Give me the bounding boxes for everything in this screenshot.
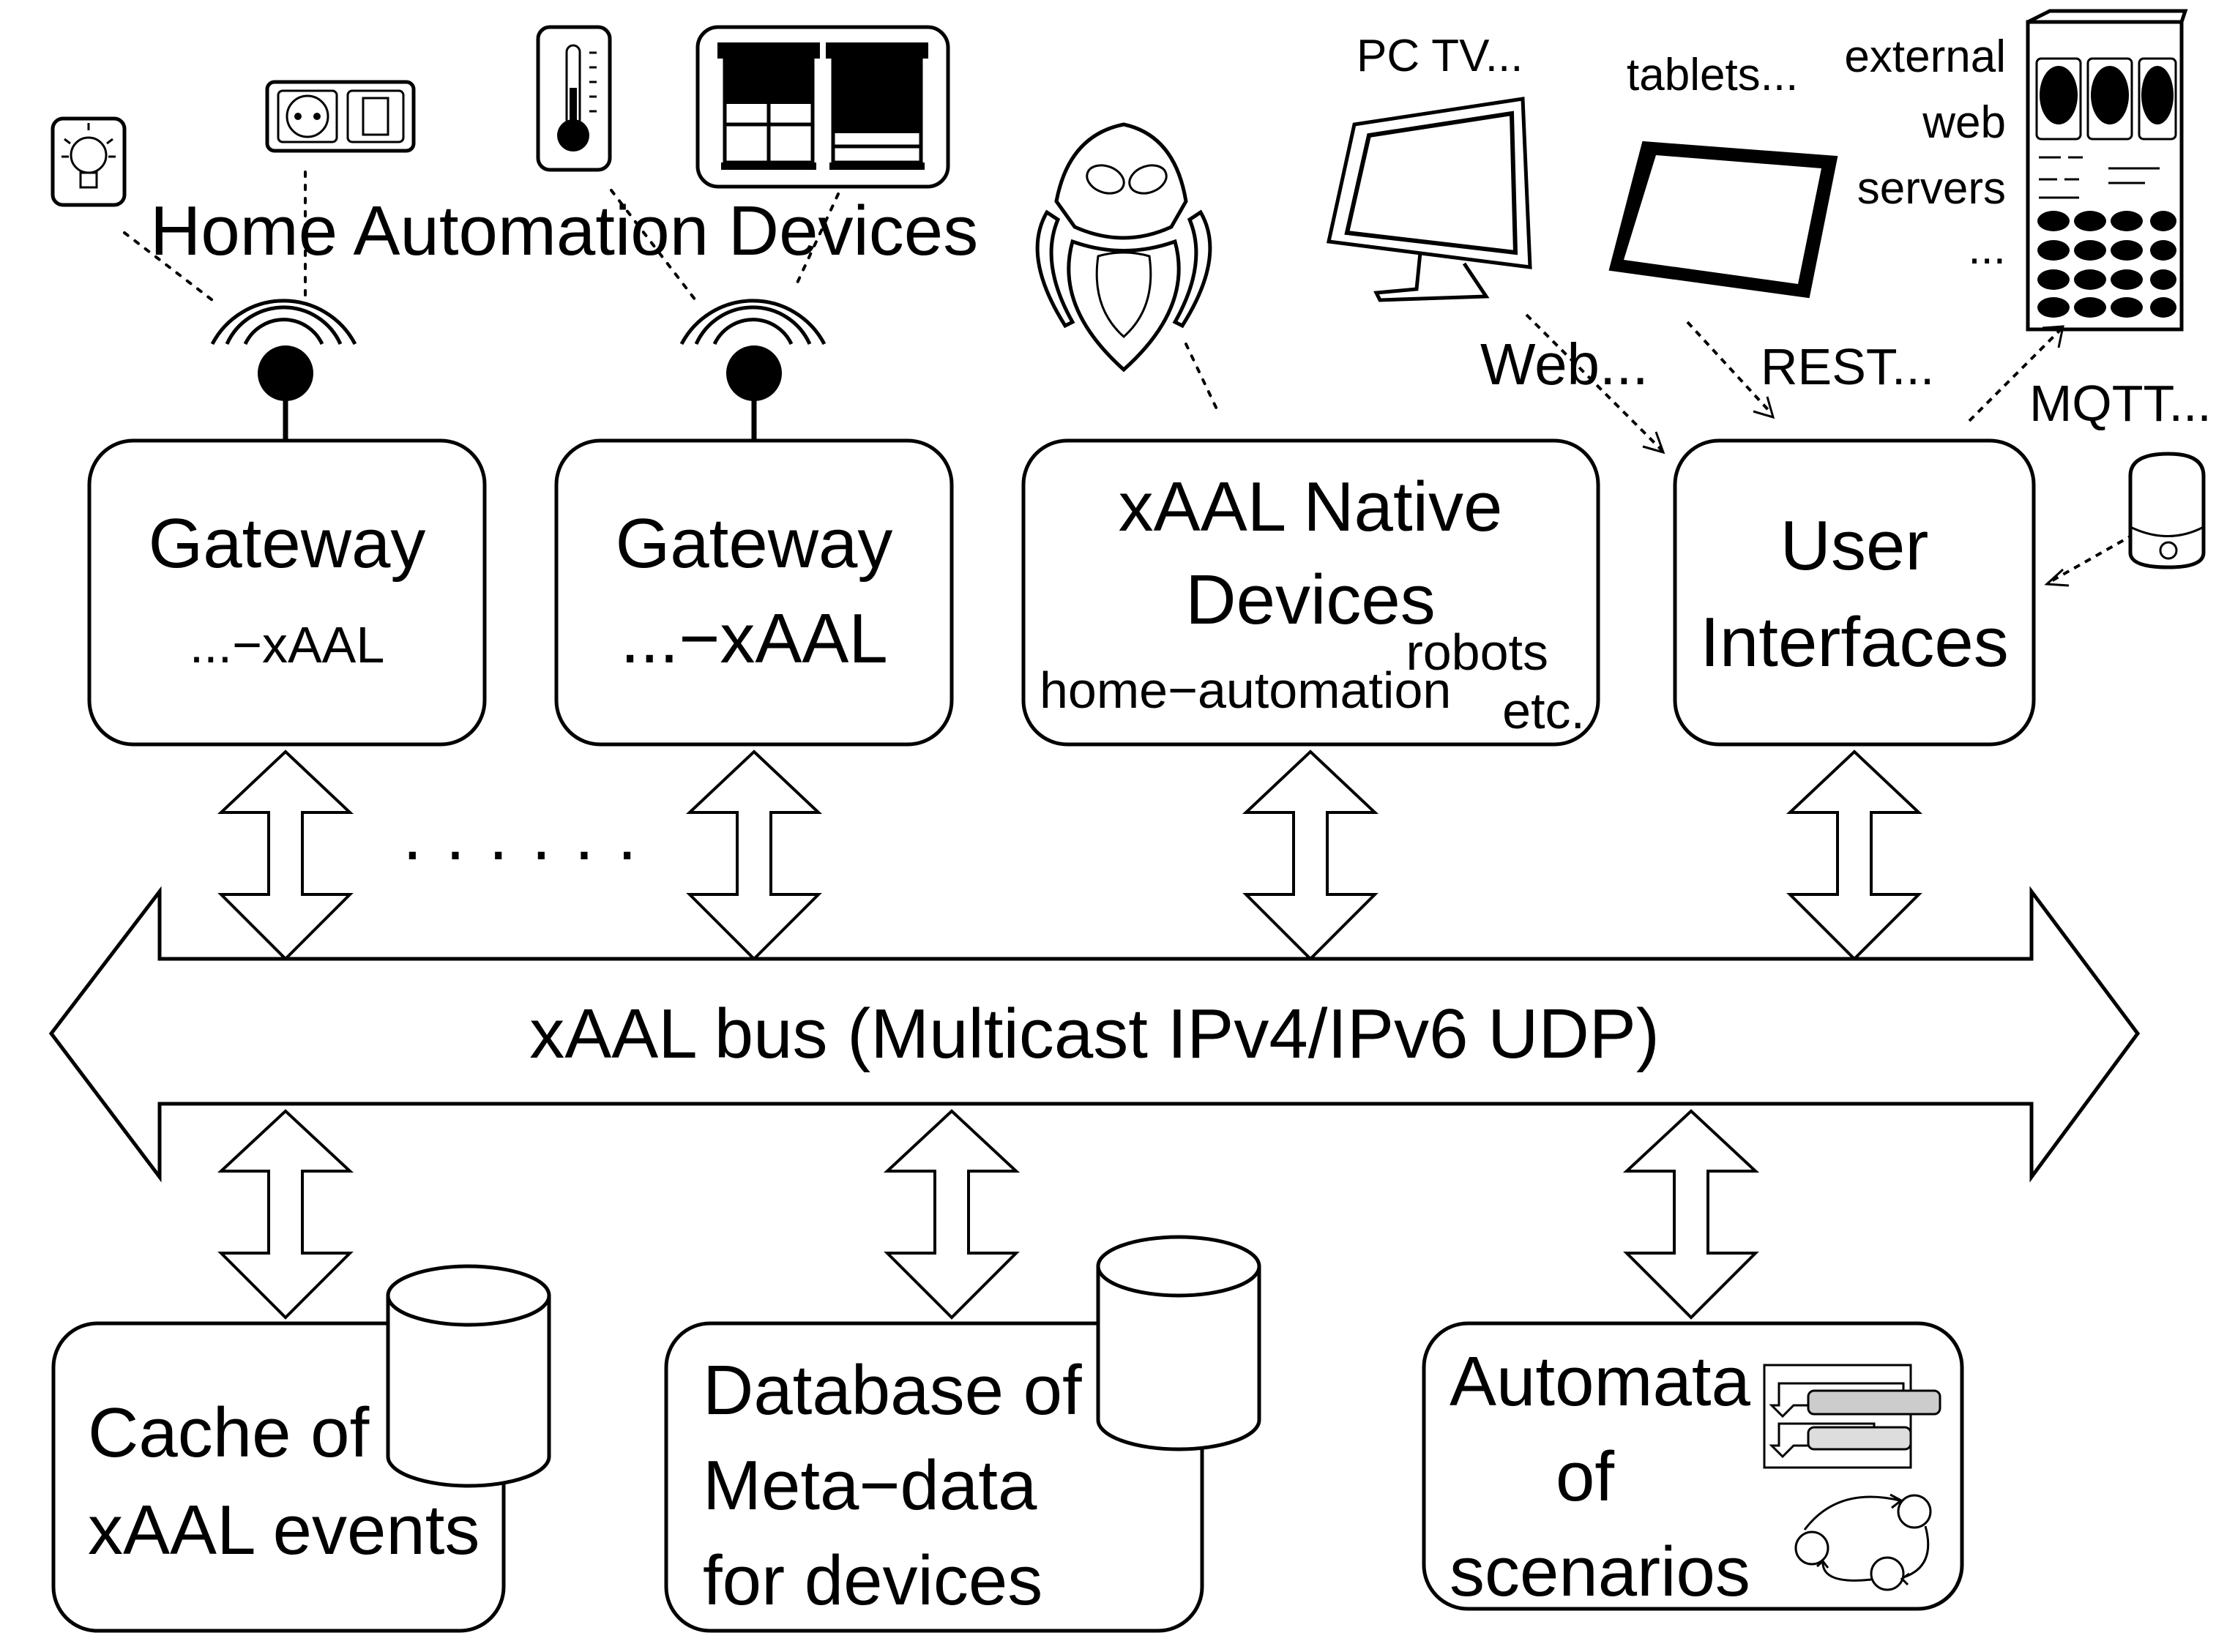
svg-text:of: of [1556, 1438, 1614, 1516]
rest-label: REST... [1761, 338, 1934, 395]
web-label: Web... [1480, 332, 1649, 397]
gateway-box-2: Gateway ...−xAAL [554, 438, 954, 747]
svg-text:robots: robots [1406, 624, 1548, 681]
svg-text:...−xAAL: ...−xAAL [190, 616, 385, 673]
svg-text:...: ... [1968, 223, 2006, 274]
thermometer-icon [536, 25, 612, 172]
database-icon [386, 1264, 551, 1488]
svg-text:Meta−data: Meta−data [703, 1446, 1037, 1525]
svg-text:etc.: etc. [1502, 682, 1585, 739]
database-bus-arrow [883, 1109, 1021, 1320]
svg-text:...−xAAL: ...−xAAL [620, 599, 888, 678]
gateway2-bus-arrow [685, 750, 823, 961]
pc-tv-label: PC TV... [1357, 31, 1523, 81]
antenna-icon [210, 299, 357, 472]
external-web-servers-label: external web servers ... [1844, 31, 2006, 274]
svg-text:web: web [1922, 97, 2006, 148]
native-bus-arrow [1242, 750, 1379, 961]
database-box: Database of Meta−data for devices [664, 1321, 1204, 1633]
svg-text:scenarios: scenarios [1450, 1533, 1750, 1611]
svg-text:Gateway: Gateway [616, 504, 893, 583]
svg-text:home−automation: home−automation [1040, 662, 1451, 719]
svg-text:xAAL Native: xAAL Native [1119, 468, 1503, 546]
tablet-icon: tablets... [1608, 50, 1838, 299]
user-interfaces-box: User Interfaces [1673, 438, 2036, 747]
svg-text:Interfaces: Interfaces [1700, 603, 2009, 681]
tablets-label: tablets... [1627, 50, 1798, 100]
monitor-icon: PC TV... [1326, 31, 1532, 302]
server-rack-icon [2026, 9, 2188, 332]
xaal-bus-arrow [48, 886, 2141, 1183]
svg-text:servers: servers [1857, 163, 2006, 214]
gateway-box-1: Gateway ...−xAAL [87, 438, 487, 747]
robot-icon [1035, 122, 1220, 415]
svg-text:User: User [1780, 507, 1929, 585]
ellipsis-dots: · · · · · · [400, 812, 638, 890]
svg-text:Automata: Automata [1450, 1342, 1751, 1421]
database-icon [1096, 1235, 1261, 1451]
svg-text:Devices: Devices [1185, 561, 1435, 639]
svg-text:external: external [1844, 31, 2006, 82]
automata-bus-arrow [1622, 1109, 1760, 1320]
flowchart-icon [1763, 1364, 1941, 1469]
cache-bus-arrow [217, 1109, 354, 1320]
native-devices-box: xAAL Native Devices robots home−automati… [1021, 438, 1600, 747]
state-diagram-icon [1794, 1493, 1932, 1591]
window-blinds-icon [695, 25, 950, 189]
svg-text:xAAL events: xAAL events [88, 1491, 480, 1569]
svg-text:for devices: for devices [703, 1541, 1042, 1620]
ui-bus-arrow [1786, 750, 1923, 961]
svg-text:Cache of: Cache of [88, 1394, 370, 1472]
home-automation-devices-label: Home Automation Devices [150, 192, 978, 270]
power-socket-icon [265, 80, 416, 153]
speaker-icon [2128, 452, 2206, 569]
bus-label: xAAL bus (Multicast IPv4/IPv6 UDP) [529, 995, 1660, 1073]
gateway1-bus-arrow [217, 750, 354, 961]
svg-text:Gateway: Gateway [149, 504, 426, 583]
svg-text:Database of: Database of [703, 1351, 1082, 1429]
lightbulb-icon [51, 116, 127, 207]
mqtt-label: MQTT... [2029, 375, 2212, 432]
